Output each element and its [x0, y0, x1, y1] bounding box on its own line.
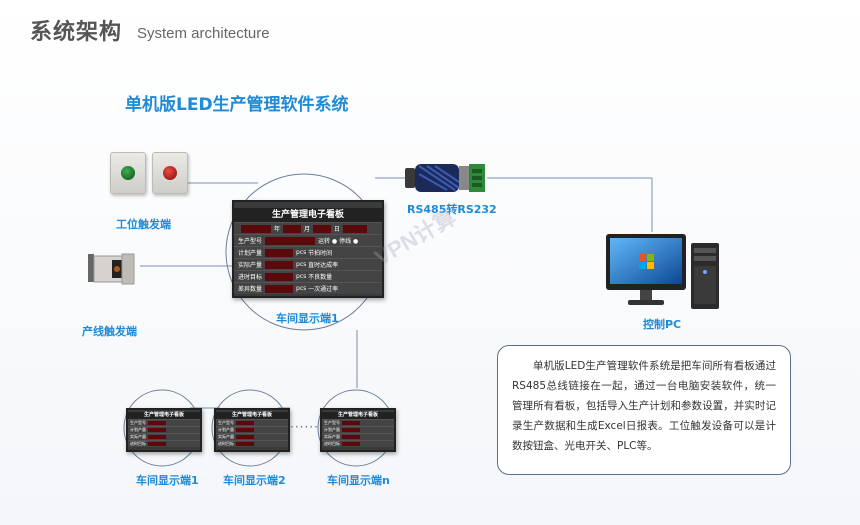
ellipsis: ······	[290, 420, 319, 434]
station-trigger-label: 工位触发端	[116, 218, 171, 231]
description-box: 单机版LED生产管理软件系统是把车间所有看板通过RS485总线链接在一起，通过一…	[497, 345, 791, 475]
workshop-display-main-label: 车间显示端1	[276, 312, 339, 325]
workshop-display-n-label: 车间显示端n	[327, 474, 390, 487]
board-row: 实际产量 pcs 直时达成率	[234, 258, 382, 270]
led-board-main: 生产管理电子看板 年 月 日 生产型号 运转 ● 停线 ● 计划产量 pcs 节…	[232, 200, 384, 298]
section-subtitle: System architecture	[137, 25, 270, 42]
board-row: 计划产量 pcs 节拍时间	[234, 246, 382, 258]
description-text: 单机版LED生产管理软件系统是把车间所有看板通过RS485总线链接在一起，通过一…	[512, 360, 776, 452]
converter-label: RS485转RS232	[407, 203, 497, 216]
line-trigger-label: 产线触发端	[82, 325, 137, 338]
red-button-icon	[163, 166, 177, 180]
control-pc-label: 控制PC	[643, 318, 682, 331]
green-button-icon	[121, 166, 135, 180]
rs485-converter-icon	[405, 160, 487, 200]
green-button-box	[110, 152, 146, 194]
board-row: 差异数量 pcs 一次通过率	[234, 282, 382, 294]
workshop-display-2-label: 车间显示端2	[223, 474, 286, 487]
board-row: 生产型号 运转 ● 停线 ●	[234, 234, 382, 246]
board-date-row: 年 月 日	[234, 222, 382, 234]
section-title: 系统架构	[30, 20, 123, 45]
led-board-2: 生产管理电子看板 生产型号 计划产量 实际产量 进时目标	[214, 408, 290, 452]
photoelectric-sensor-icon	[86, 250, 136, 290]
system-title: 单机版LED生产管理软件系统	[125, 95, 349, 115]
workshop-display-1-label: 车间显示端1	[136, 474, 199, 487]
led-board-n: 生产管理电子看板 生产型号 计划产量 实际产量 进时目标	[320, 408, 396, 452]
led-board-1: 生产管理电子看板 生产型号 计划产量 实际产量 进时目标	[126, 408, 202, 452]
board-row: 进时目标 pcs 不良数量	[234, 270, 382, 282]
monitor-icon	[604, 232, 688, 316]
board-title: 生产管理电子看板	[234, 208, 382, 222]
red-button-box	[152, 152, 188, 194]
pc-tower-icon	[690, 242, 720, 314]
